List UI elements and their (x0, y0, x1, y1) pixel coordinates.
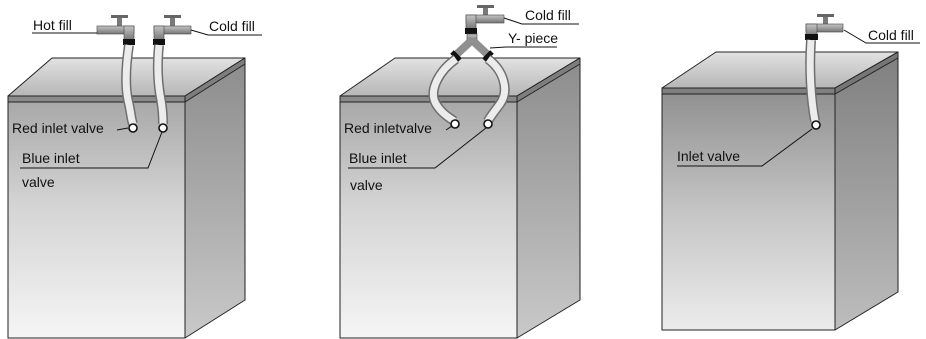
cold-fill-label: Cold fill (868, 27, 914, 43)
blue-hose (483, 54, 510, 124)
hot-tap (96, 15, 135, 45)
blue-valve-leader (20, 131, 163, 169)
y-piece-branch-right (469, 37, 490, 57)
cold-fill-leader (190, 29, 262, 36)
cold-fill-leader (843, 29, 920, 44)
cabinet (339, 57, 581, 339)
cold-tap (465, 5, 505, 34)
blue-inlet-valve (483, 119, 493, 129)
cold-tap (805, 14, 844, 40)
hot-fill-label: Hot fill (33, 17, 72, 33)
blue-inlet-valve-label-line1: Blue inlet (349, 150, 407, 166)
cold-fill-leader (503, 17, 579, 25)
blue-inlet-valve-label-line1: Blue inlet (22, 150, 80, 166)
tap-handle (477, 5, 494, 8)
red-hose (428, 54, 460, 126)
blue-inlet-valve-label-line2: valve (350, 177, 383, 193)
y-piece-branch-left (454, 37, 475, 57)
inlet-valve-leader (677, 128, 813, 167)
tap-handle-post (483, 8, 488, 16)
cabinet-rim (339, 95, 518, 103)
tap-stem (153, 25, 165, 41)
y-piece-band-left (450, 50, 462, 62)
cabinet-rim (7, 95, 186, 103)
tap-band (123, 39, 135, 45)
cabinet-front (339, 95, 518, 339)
inlet-valve-label: Inlet valve (677, 148, 740, 164)
hot-hose (121, 44, 138, 126)
y-piece-band-right (482, 50, 494, 62)
tap-handle (817, 14, 834, 17)
y-piece-label: Y- piece (508, 30, 558, 46)
cabinet-rim (661, 87, 836, 95)
tap-handle (164, 15, 181, 18)
blue-valve-leader (348, 127, 487, 169)
cold-fill-label: Cold fill (209, 18, 255, 34)
tap-handle-post (823, 17, 828, 25)
blue-inlet-valve-label-line2: valve (22, 174, 55, 190)
cold-tap (153, 15, 192, 45)
cabinet-front (661, 87, 836, 331)
panel-cold-only: Cold fill Inlet valve (661, 14, 920, 331)
red-inlet-valve-label: Red inlet valve (12, 120, 104, 136)
cabinet-side (834, 51, 899, 331)
tap-stem (123, 25, 135, 41)
cabinet-side (516, 57, 581, 339)
red-inlet-valve (450, 119, 460, 129)
red-inlet-valve-label: Red inletvalve (344, 120, 432, 136)
y-piece-connector (450, 33, 494, 62)
inlet-valve (811, 120, 821, 130)
cabinet-side (184, 57, 246, 339)
tap-handle-post (117, 18, 122, 27)
tap-band (465, 28, 477, 34)
tap-band (805, 34, 818, 40)
inlet-hose (805, 39, 820, 122)
cabinet (661, 51, 899, 331)
panel-y-piece: Cold fill Y- piece Red inletvalve Blue i… (339, 5, 581, 339)
blue-inlet-valve (158, 123, 168, 133)
cold-hose (152, 44, 168, 125)
y-piece-leader (489, 46, 557, 49)
tap-band (153, 39, 165, 45)
panel-hot-and-cold: Hot fill Cold fill Red inlet valve Blue … (7, 15, 262, 339)
cold-fill-label: Cold fill (525, 7, 571, 23)
red-inlet-valve (128, 123, 138, 133)
red-valve-leader (116, 127, 129, 131)
tap-handle (111, 15, 128, 18)
tap-handle-post (170, 18, 175, 27)
red-valve-leader (445, 125, 453, 131)
cabinet (7, 57, 246, 339)
tap-stem (465, 14, 477, 30)
